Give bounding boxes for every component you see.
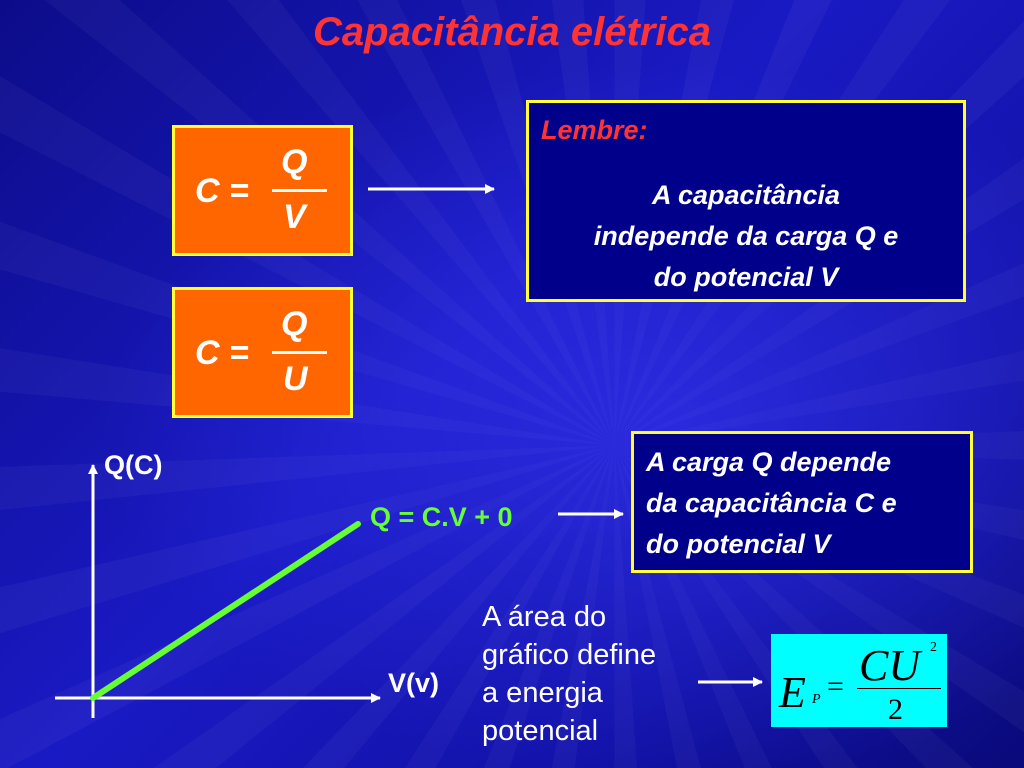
area-line: gráfico define	[482, 639, 657, 671]
energy-symbol: E	[779, 668, 806, 717]
energy-subscript: P	[812, 692, 821, 707]
area-line: A área do	[482, 601, 607, 633]
y-axis-label: Q(C)	[104, 450, 163, 480]
formula-numerator: Q	[281, 143, 308, 181]
fraction-bar	[272, 189, 327, 192]
area-line: potencial	[482, 715, 599, 747]
charge-line: do potencial V	[646, 529, 831, 559]
energy-equals: =	[827, 670, 844, 703]
remember-note-box: Lembre: A capacitância independe da carg…	[526, 100, 966, 302]
formula-denominator: V	[283, 198, 306, 236]
slide-title: Capacitância elétrica	[313, 10, 711, 54]
x-axis-label: V(v)	[388, 668, 440, 698]
charge-line: da capacitância C e	[646, 488, 897, 518]
formula-numerator: Q	[281, 305, 308, 343]
formula-lhs: C =	[195, 334, 249, 372]
formula-lhs: C =	[195, 172, 249, 210]
energy-numerator: CU	[859, 641, 921, 690]
remember-body: A capacitância independe da carga Q e do…	[529, 175, 963, 298]
energy-formula-box: E P = CU 2 2	[771, 634, 947, 727]
energy-exponent: 2	[930, 640, 937, 655]
area-line: a energia	[482, 677, 603, 709]
charge-body: A carga Q depende da capacitância C e do…	[646, 442, 897, 565]
energy-denominator: 2	[888, 693, 903, 726]
graph-line	[90, 521, 361, 701]
area-description: A área do gráfico define a energia poten…	[482, 598, 656, 750]
line-equation: Q = C.V + 0	[370, 502, 513, 532]
formula-box-c-q-u: C = Q U	[172, 287, 353, 418]
remember-line: do potencial V	[653, 262, 839, 292]
charge-note-box: A carga Q depende da capacitância C e do…	[631, 431, 973, 573]
remember-line: A capacitância	[651, 180, 841, 210]
charge-line: A carga Q depende	[646, 447, 892, 477]
formula-denominator: U	[283, 360, 308, 398]
fraction-bar	[857, 688, 941, 689]
fraction-bar	[272, 351, 327, 354]
remember-heading: Lembre:	[541, 115, 648, 145]
remember-line: independe da carga Q e	[593, 221, 899, 251]
formula-box-c-q-v: C = Q V	[172, 125, 353, 256]
